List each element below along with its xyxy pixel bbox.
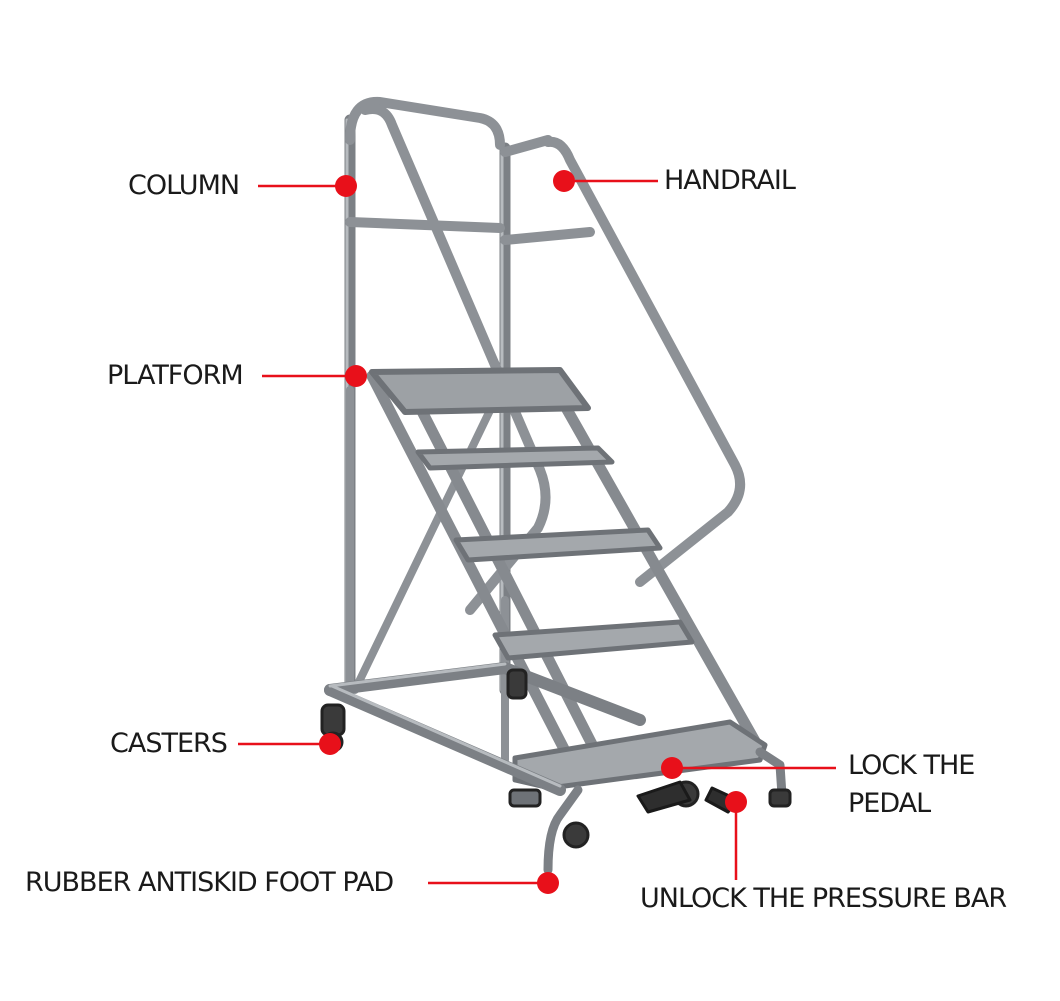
platform-label: PLATFORM bbox=[107, 360, 244, 391]
leader-lines bbox=[238, 179, 836, 885]
rolling-ladder bbox=[320, 96, 792, 875]
column-marker bbox=[335, 175, 357, 197]
markers bbox=[319, 170, 747, 894]
stringers bbox=[366, 370, 766, 786]
handrail-marker bbox=[553, 170, 575, 192]
foot-pad-marker bbox=[537, 872, 559, 894]
handrail bbox=[543, 136, 746, 587]
inner-handrail bbox=[360, 104, 551, 615]
platform-deck bbox=[369, 367, 591, 415]
casters-label: CASTERS bbox=[110, 728, 228, 759]
platform-marker bbox=[345, 365, 367, 387]
lock-pedal-marker bbox=[661, 757, 683, 779]
unlock-bar-label: UNLOCK THE PRESSURE BAR bbox=[640, 883, 1007, 914]
handrail-label: HANDRAIL bbox=[664, 165, 796, 196]
casters-marker bbox=[319, 733, 341, 755]
column-label: COLUMN bbox=[128, 170, 240, 201]
top-guard bbox=[345, 96, 595, 245]
unlock-bar-marker bbox=[725, 791, 747, 813]
base-legs bbox=[543, 747, 787, 875]
lock-pedal-label: LOCK THE PEDAL bbox=[848, 750, 975, 819]
steps bbox=[415, 445, 768, 791]
foot-pad-label: RUBBER ANTISKID FOOT PAD bbox=[25, 867, 394, 898]
